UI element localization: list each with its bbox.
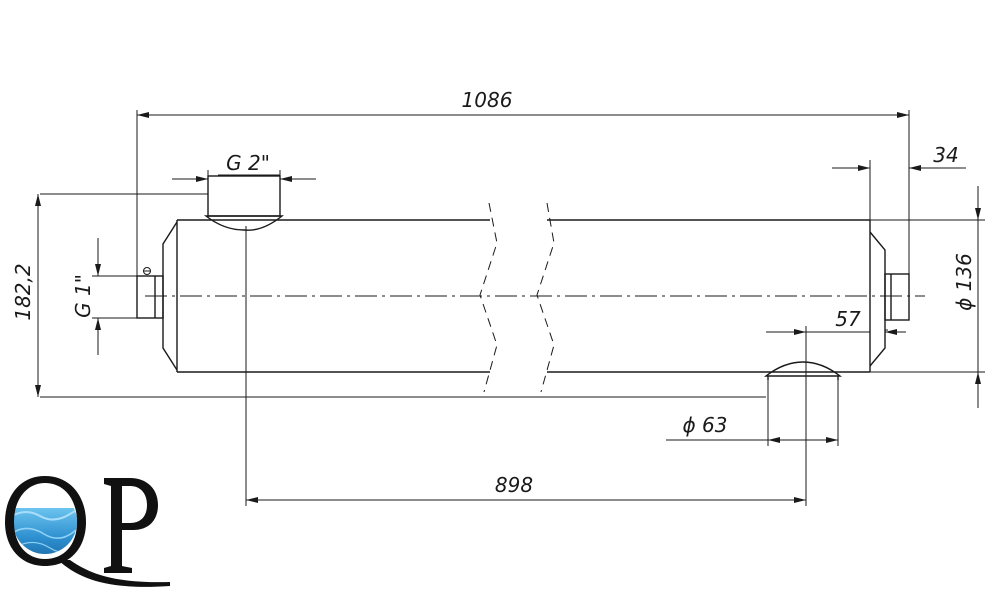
dim-port-spacing: 898 [495, 473, 533, 497]
dim-port-offset: 57 [835, 307, 861, 331]
dim-end-offset: 34 [933, 143, 958, 167]
dim-inlet-thread: G 1" [71, 274, 95, 318]
dimension-lines [35, 112, 981, 503]
extension-lines [40, 110, 985, 506]
inlet-pipe-left [136, 267, 164, 319]
break-lines [479, 202, 555, 393]
dim-port-diameter: ϕ 63 [683, 413, 728, 437]
qp-logo: QP [5, 476, 170, 587]
dim-body-diameter: ϕ 136 [952, 253, 976, 311]
outlet-pipe-right [884, 273, 910, 321]
dim-outlet-thread: G 2" [226, 151, 270, 175]
dim-height: 182,2 [11, 263, 35, 320]
top-port [203, 175, 284, 231]
dim-overall-length: 1086 [462, 88, 513, 112]
bottom-port [763, 361, 843, 380]
